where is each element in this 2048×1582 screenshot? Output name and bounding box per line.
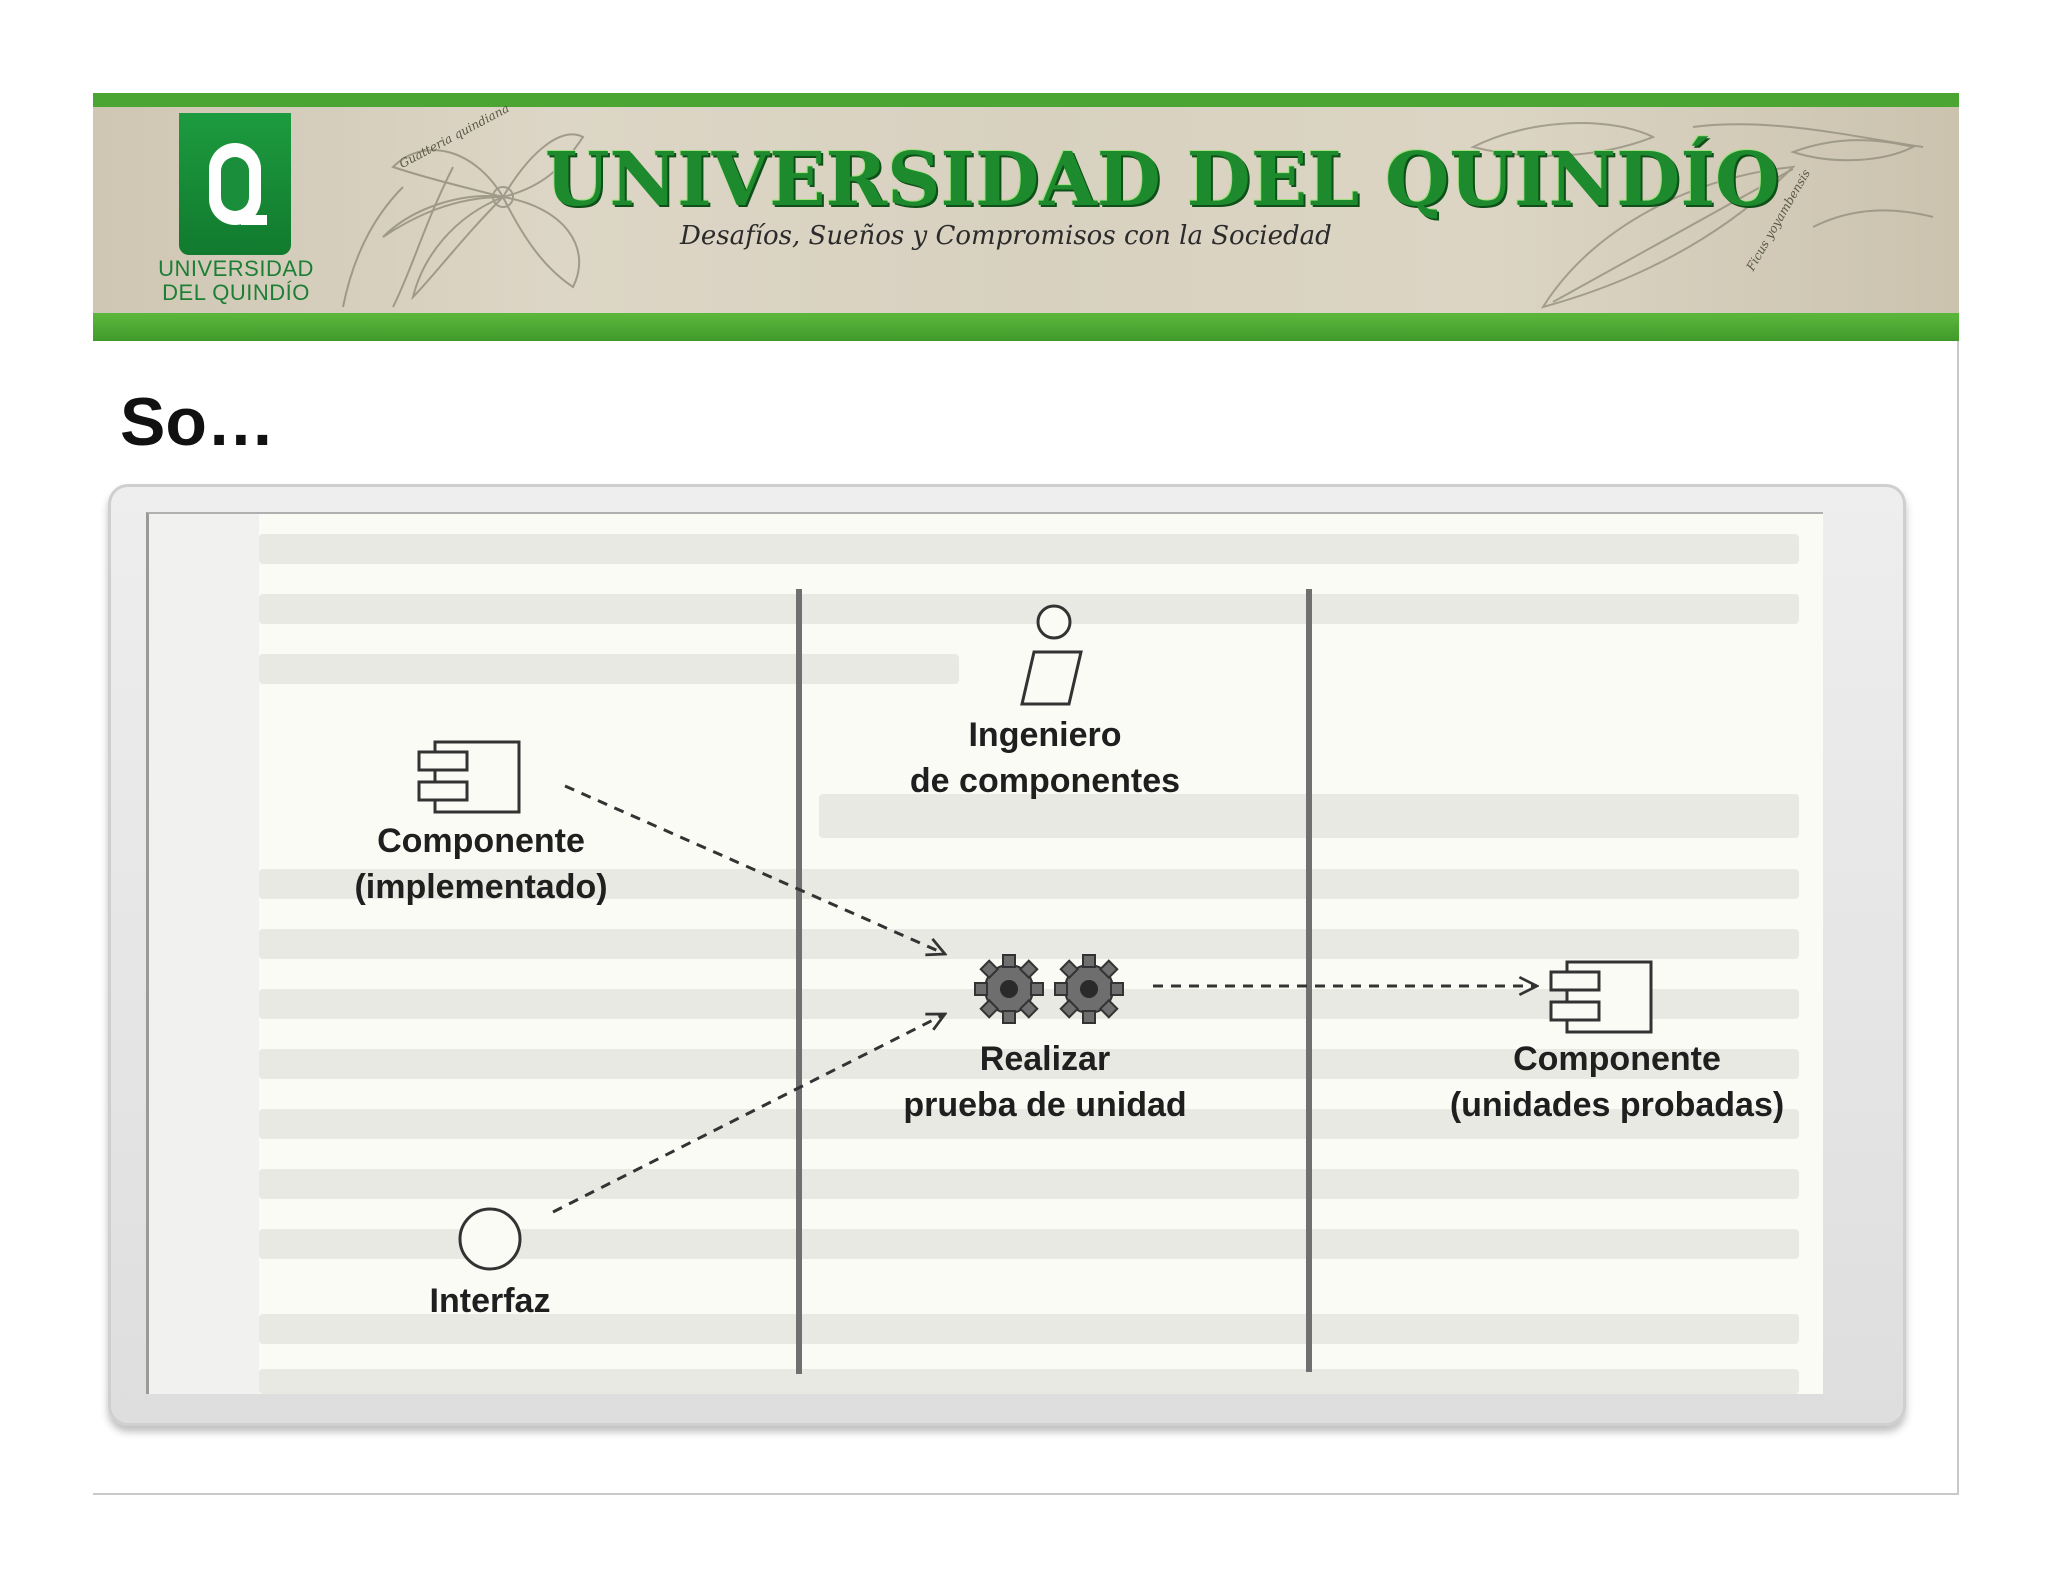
logo-wordmark: UNIVERSIDAD DEL QUINDÍO — [155, 257, 317, 305]
component-tested-sublabel: (unidades probadas) — [1450, 1086, 1784, 1124]
university-banner: UNIVERSIDAD DEL QUINDÍO Guatteria quindi… — [93, 93, 1959, 341]
university-motto: Desafíos, Sueños y Compromisos con la So… — [680, 221, 1332, 251]
activity-label: Realizar — [980, 1040, 1110, 1078]
logo-q-icon — [209, 143, 267, 225]
worker-icon — [1020, 604, 1083, 706]
engineer-sublabel: de componentes — [910, 762, 1180, 800]
edge-component-to-activity — [564, 784, 945, 954]
component-icon — [417, 740, 521, 814]
slide-frame — [93, 93, 1959, 1495]
university-title: UNIVERSIDAD DEL QUINDÍO — [545, 137, 1780, 223]
interface-circle-icon — [458, 1207, 522, 1271]
figure-page: Componente (implementado) Interfaz Ingen… — [259, 514, 1823, 1394]
banner-bottom-stripe — [93, 313, 1959, 341]
component-implemented-label: Componente — [377, 822, 585, 860]
logo-line-1: UNIVERSIDAD — [158, 256, 314, 281]
activity-sublabel: prueba de unidad — [903, 1086, 1186, 1124]
component-tested-label: Componente — [1513, 1040, 1721, 1078]
banner-botanical-illustration — [342, 122, 1934, 309]
university-logo — [179, 113, 291, 255]
edge-interface-to-activity — [552, 1014, 945, 1214]
unit-test-diagram: Componente (implementado) Interfaz Ingen… — [259, 534, 1799, 1394]
logo-line-2: DEL QUINDÍO — [162, 280, 310, 305]
scanned-figure: Componente (implementado) Interfaz Ingen… — [146, 512, 1823, 1394]
component-icon — [1549, 960, 1653, 1034]
component-implemented-sublabel: (implementado) — [354, 868, 607, 906]
bleed-through-text — [259, 534, 1799, 1394]
slide-heading: So… — [120, 384, 275, 460]
interface-label: Interfaz — [430, 1282, 551, 1320]
banner-top-stripe — [93, 93, 1959, 107]
engineer-label: Ingeniero — [968, 716, 1121, 754]
